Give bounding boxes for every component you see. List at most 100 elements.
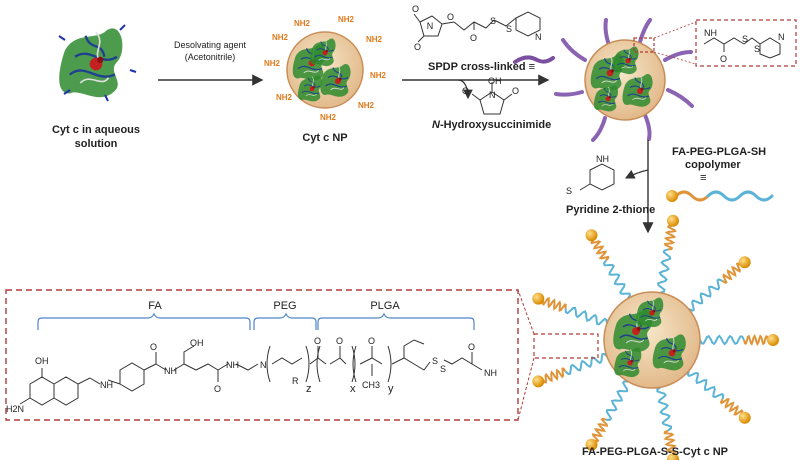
nh2-label: NH2 xyxy=(320,113,337,122)
folate-ligand-ball xyxy=(738,256,751,269)
nh2-label: NH2 xyxy=(294,19,311,28)
arrow-nhs-byproduct xyxy=(457,79,473,100)
spdp-o-atom: O xyxy=(447,12,454,22)
folate-ligand-ball xyxy=(532,375,545,388)
spdp-o-atom: O xyxy=(470,33,477,43)
nh2-label: NH2 xyxy=(272,33,289,42)
atom-s: S xyxy=(440,364,446,374)
folate-ligand-ball xyxy=(767,334,779,346)
atom-cooh: OH xyxy=(190,338,204,348)
atom-o: O xyxy=(368,336,375,346)
pds-s-atom: S xyxy=(754,44,760,54)
spdp-o-atom: O xyxy=(412,4,419,14)
fa-linker-chain xyxy=(590,238,610,261)
structure-atom-labels: OH H2N NH O NH OH O NH N R z O O x O CH3… xyxy=(6,336,497,414)
cytc-nanoparticle xyxy=(286,31,364,109)
pds-nh-label: NH xyxy=(704,28,717,38)
nh2-label: NH2 xyxy=(358,101,375,110)
peg-chain xyxy=(602,259,632,299)
subscript-y: y xyxy=(388,383,394,395)
thione-s-label: S xyxy=(566,186,572,196)
nh2-label: NH2 xyxy=(264,59,281,68)
atom-n: N xyxy=(260,360,267,370)
final-nanoparticle xyxy=(532,214,779,460)
nhs-structure xyxy=(471,82,513,115)
peg-chain xyxy=(686,370,725,400)
fa-linker-chain xyxy=(663,429,677,456)
pds-s-atom: S xyxy=(742,34,748,44)
atom-r: R xyxy=(292,376,299,386)
atom-o: O xyxy=(468,342,475,352)
peg-chain xyxy=(699,334,745,346)
subscript-x: x xyxy=(350,383,356,395)
spdp-crosslink-label: SPDP cross-linked ≡ xyxy=(428,61,535,73)
fa-linker-chain xyxy=(719,398,744,416)
spdp-modified-nanoparticle xyxy=(554,18,694,142)
spdp-s-atom: S xyxy=(506,24,512,34)
atom-ch3: CH3 xyxy=(362,380,380,390)
spdp-n-atom: N xyxy=(427,21,434,31)
atom-oh: OH xyxy=(35,356,49,366)
spdp-linker-symbol xyxy=(513,55,555,64)
folate-ligand-ball xyxy=(667,453,679,460)
fa-linker-chain xyxy=(541,297,567,312)
cytc-np-label: Cyt c NP xyxy=(302,132,347,144)
desolvating-agent-label: Desolvating agent xyxy=(174,40,247,50)
pds-o-atom: O xyxy=(720,54,727,64)
folate-ligand-ball xyxy=(532,292,545,305)
spdp-s-atom: S xyxy=(490,16,496,26)
fa-linker-chain xyxy=(743,333,769,347)
pyridine-thione-structure xyxy=(579,163,615,191)
fa-linker-chain xyxy=(591,417,609,443)
arrow-pyridine-thione-byproduct xyxy=(624,169,649,179)
final-np-label: FA-PEG-PLGA-S-S-Cyt c NP xyxy=(582,446,728,458)
nh2-label: NH2 xyxy=(366,35,383,44)
atom-s: S xyxy=(432,356,438,366)
atom-o: O xyxy=(214,384,221,394)
peg-chain xyxy=(656,386,673,432)
equivalence-symbol: ≡ xyxy=(700,172,706,184)
thione-nh-label: NH xyxy=(596,154,609,164)
peg-chain xyxy=(605,380,629,421)
pds-group-structure xyxy=(703,37,781,59)
acetonitrile-label: (Acetonitrile) xyxy=(185,52,236,62)
zoom-box-small-final xyxy=(533,333,599,359)
amine-groups: NH2 NH2 NH2 NH2 NH2 NH2 NH2 NH2 NH2 xyxy=(264,15,387,122)
zoom-box-small xyxy=(633,37,655,53)
nhs-label: N-Hydroxysuccinimide xyxy=(432,119,551,131)
peg-segment-label: PEG xyxy=(273,300,296,312)
atom-o: O xyxy=(336,336,343,346)
cytc-solution-label-line1: Cyt c in aqueous xyxy=(52,124,140,136)
subscript-z: z xyxy=(306,383,312,395)
atom-nh: NH xyxy=(226,360,239,370)
atom-nh: NH xyxy=(100,380,113,390)
segment-braces xyxy=(37,312,475,330)
pds-pyridine-n: N xyxy=(778,32,785,42)
nhs-oh-label: OH xyxy=(488,76,502,86)
nh2-label: NH2 xyxy=(370,71,387,80)
atom-o: O xyxy=(150,342,157,352)
folate-ligand-ball xyxy=(667,214,679,227)
spdp-pyridine-n: N xyxy=(535,32,542,42)
copolymer-label-line1: FA-PEG-PLGA-SH xyxy=(672,146,766,158)
peg-chain xyxy=(688,278,723,312)
zoom-box-pds-group xyxy=(695,19,797,67)
peg-chain xyxy=(564,352,608,376)
copolymer-structure-box xyxy=(5,289,519,421)
folate-ligand-ball xyxy=(738,411,751,424)
nhs-o-atom: O xyxy=(462,86,469,96)
peg-chain xyxy=(656,248,672,294)
nh2-label: NH2 xyxy=(338,15,355,24)
atom-h2n: H2N xyxy=(6,404,24,414)
folate-ligand-ball xyxy=(585,438,598,451)
spdp-o-atom: O xyxy=(414,42,421,52)
plga-segment-label: PLGA xyxy=(370,300,400,312)
fa-linker-chain xyxy=(542,367,567,384)
fa-linker-chain xyxy=(663,224,677,251)
atom-nh: NH xyxy=(484,368,497,378)
peg-chain xyxy=(564,307,608,326)
fa-segment-label: FA xyxy=(148,300,162,312)
atom-o: O xyxy=(314,336,321,346)
